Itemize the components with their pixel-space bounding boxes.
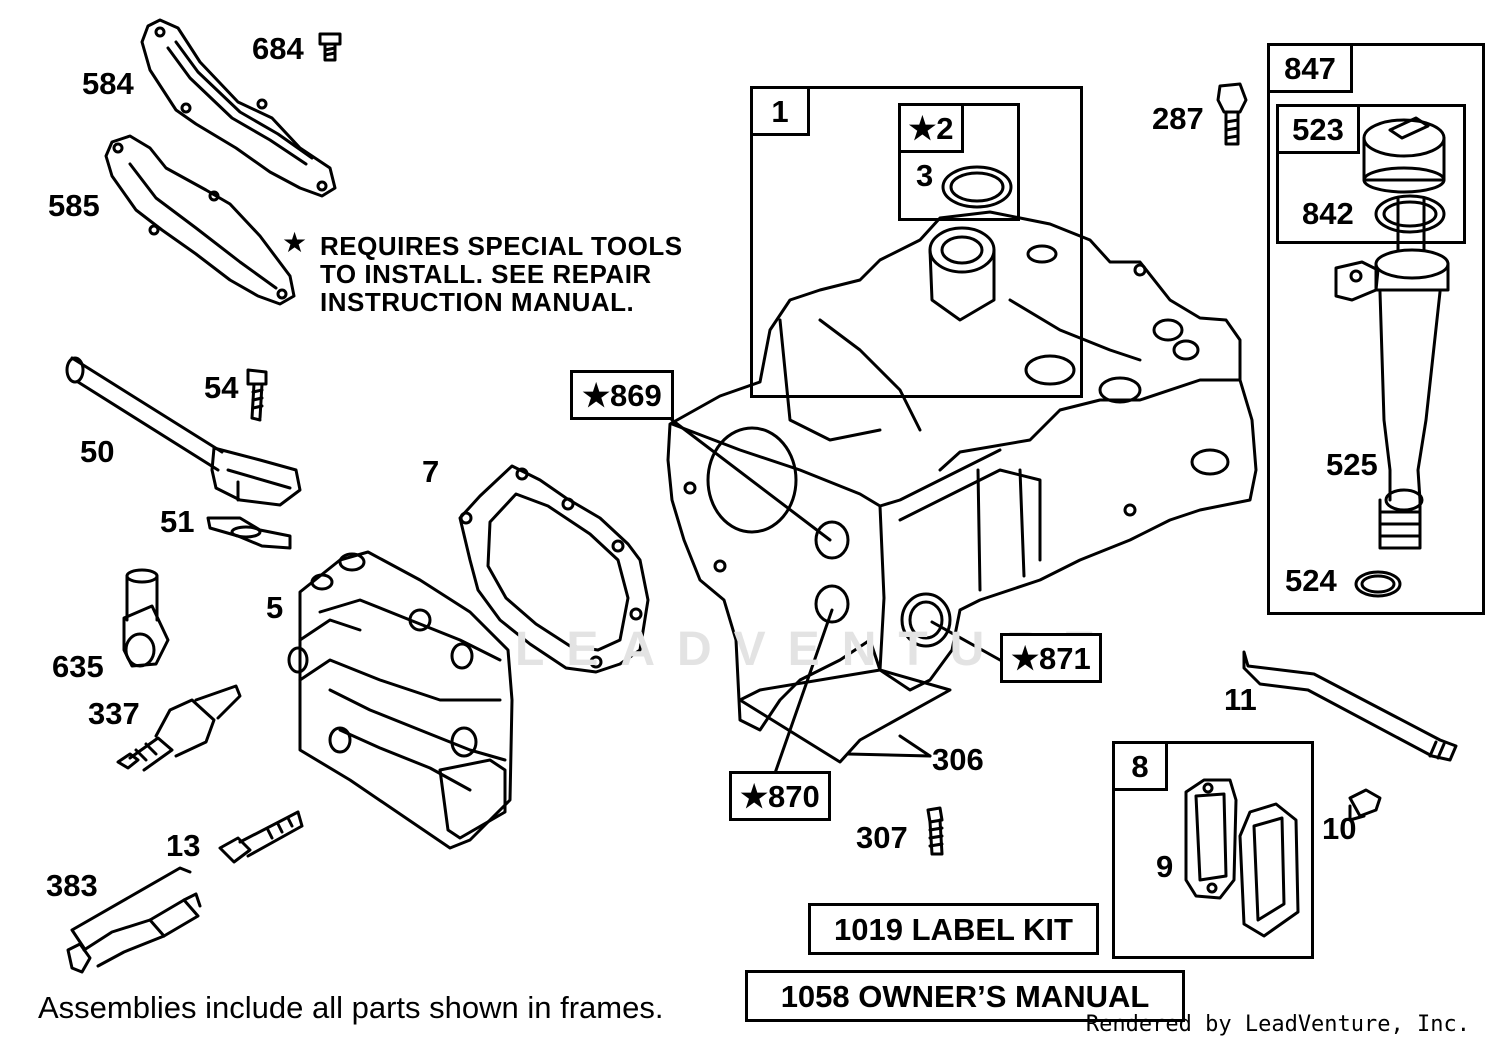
assemblies-footnote: Assemblies include all parts shown in fr…	[38, 990, 664, 1025]
tag-869: ★869	[570, 370, 674, 420]
breather-635-shape	[122, 568, 170, 668]
frame-assembly-1	[750, 86, 1083, 398]
note-line: REQUIRES SPECIAL TOOLS	[320, 231, 683, 261]
part-label-51: 51	[160, 504, 195, 539]
rendered-by-credit: Rendered by LeadVenture, Inc.	[1085, 1012, 1470, 1037]
part-label-13: 13	[166, 828, 201, 863]
part-label-684: 684	[252, 31, 304, 66]
part-label-337: 337	[88, 696, 140, 731]
cylinder-head-5-shape	[287, 550, 514, 850]
dipstick-523-shape	[1362, 116, 1446, 194]
special-tools-star-icon: ★	[282, 227, 308, 258]
part-label-5: 5	[266, 590, 284, 625]
part-label-383: 383	[46, 868, 98, 903]
leader-line-306	[898, 734, 932, 758]
note-line: INSTRUCTION MANUAL.	[320, 287, 635, 317]
part-label-7: 7	[422, 454, 440, 489]
rod-11-shape	[1242, 650, 1458, 762]
tube-525-shape	[1334, 248, 1450, 550]
gasket-585-shape	[104, 134, 296, 306]
special-tools-note: REQUIRES SPECIAL TOOLS TO INSTALL. SEE R…	[320, 232, 683, 316]
part-label-306: 306	[932, 742, 984, 777]
watermark: LEADVENTURE	[515, 623, 1118, 676]
head-gasket-7-shape	[458, 464, 650, 674]
frame-assembly-8	[1112, 741, 1314, 959]
frame-assembly-523	[1276, 104, 1466, 244]
cover-shape	[1238, 802, 1300, 938]
tag-523: 523	[1276, 104, 1360, 154]
spark-plug-337-shape	[116, 684, 242, 772]
part-label-524: 524	[1285, 563, 1337, 598]
part-label-584: 584	[82, 66, 134, 101]
ring-524-shape	[1354, 570, 1402, 598]
frame-assembly-847	[1267, 43, 1485, 615]
tag-871: ★871	[1000, 633, 1102, 683]
leader-line-871	[930, 620, 1002, 662]
gasket-51-shape	[206, 516, 292, 550]
tag-847: 847	[1267, 43, 1353, 93]
label-kit-box: 1019 LABEL KIT	[808, 903, 1099, 955]
tool-383-shape	[66, 866, 202, 974]
part-label-9: 9	[1156, 849, 1174, 884]
leader-line-870	[772, 608, 834, 778]
note-line: TO INSTALL. SEE REPAIR	[320, 259, 652, 289]
part-label-307: 307	[856, 820, 908, 855]
leader-line-869	[670, 418, 832, 542]
part-label-635: 635	[52, 649, 104, 684]
screw-307-shape	[926, 806, 944, 856]
part-label-287: 287	[1152, 101, 1204, 136]
bolt-13-shape	[218, 810, 304, 864]
part-label-842: 842	[1302, 196, 1354, 231]
part-label-585: 585	[48, 188, 100, 223]
gasket-584-shape	[140, 18, 337, 198]
owners-manual-box: 1058 OWNER’S MANUAL	[745, 970, 1185, 1022]
tube-50-shape	[65, 356, 302, 507]
bolt-287-shape	[1216, 82, 1248, 146]
bolt-684-shape	[318, 32, 342, 62]
part-label-54: 54	[204, 370, 239, 405]
tag-2: ★2	[898, 103, 964, 153]
part-label-10: 10	[1322, 811, 1357, 846]
part-label-3: 3	[916, 158, 934, 193]
gasket-9-shape	[1184, 778, 1238, 900]
part-label-525: 525	[1326, 447, 1378, 482]
bolt-54-shape	[246, 368, 268, 422]
seal-3-shape	[941, 165, 1013, 209]
plate-306-shape	[738, 668, 952, 764]
screw-10-shape	[1348, 788, 1382, 822]
tag-8: 8	[1112, 741, 1168, 791]
tag-870: ★870	[729, 771, 831, 821]
crankcase-1-shape	[666, 210, 1258, 732]
tag-1: 1	[750, 86, 810, 136]
part-label-11: 11	[1224, 682, 1257, 717]
part-label-50: 50	[80, 434, 115, 469]
